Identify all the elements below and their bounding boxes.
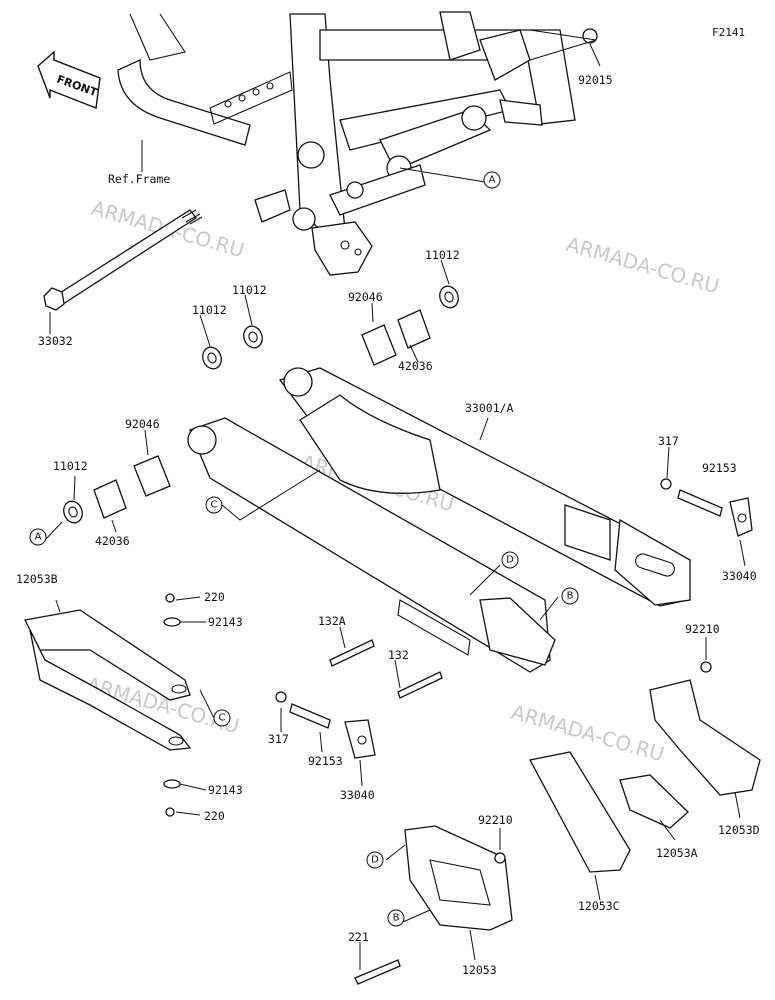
- label-11012-c: 11012: [192, 303, 227, 317]
- callout-b-low: B: [387, 909, 405, 927]
- label-12053c: 12053C: [578, 899, 620, 913]
- label-33040-b: 33040: [340, 788, 375, 802]
- label-132a: 132A: [318, 614, 346, 628]
- figure-code: F2141: [712, 26, 745, 39]
- callout-c-mid: C: [205, 496, 223, 514]
- label-11012-a: 11012: [425, 248, 460, 262]
- watermark-2: ARMADA-CO.RU: [564, 232, 722, 299]
- label-33032: 33032: [38, 334, 73, 348]
- callout-d-low: D: [366, 851, 384, 869]
- callout-c-low-text: C: [219, 713, 226, 724]
- label-220-b: 220: [204, 809, 225, 823]
- label-132: 132: [388, 648, 409, 662]
- label-12053b: 12053B: [16, 572, 58, 586]
- callout-c-low: C: [213, 709, 231, 727]
- callout-b-mid-text: B: [567, 591, 574, 602]
- callout-a-top-text: A: [489, 175, 496, 186]
- label-12053d: 12053D: [718, 823, 760, 837]
- frame-illustration: [117, 11, 598, 276]
- label-92046-b: 92046: [125, 417, 160, 431]
- label-92210-b: 92210: [478, 813, 513, 827]
- callout-c-mid-text: C: [211, 500, 218, 511]
- callout-b-mid: B: [561, 587, 579, 605]
- label-317-a: 317: [658, 434, 679, 448]
- callout-b-low-text: B: [393, 913, 400, 924]
- callout-d-low-text: D: [371, 855, 379, 866]
- label-33040-a: 33040: [722, 569, 757, 583]
- label-12053: 12053: [462, 963, 497, 977]
- pivot-shaft: [43, 209, 203, 311]
- callout-a-left-text: A: [35, 532, 42, 543]
- bushings: [63, 285, 459, 524]
- label-221: 221: [348, 930, 369, 944]
- watermark-5: ARMADA-CO.RU: [509, 700, 667, 767]
- label-33001a: 33001/A: [465, 401, 514, 415]
- label-92143-a: 92143: [208, 615, 243, 629]
- label-11012-d: 11012: [53, 459, 88, 473]
- swing-arm: [187, 367, 691, 673]
- label-42036-b: 42036: [95, 534, 130, 548]
- label-11012-b: 11012: [232, 283, 267, 297]
- label-ref-frame: Ref.Frame: [108, 172, 170, 186]
- label-92046-a: 92046: [348, 290, 383, 304]
- leader-lines: [44, 43, 746, 970]
- callout-d-mid-text: D: [506, 555, 514, 566]
- label-220-a: 220: [204, 590, 225, 604]
- label-12053a: 12053A: [656, 846, 698, 860]
- part-labels: 92015 Ref.Frame 33032 11012 11012 11012 …: [16, 73, 760, 977]
- adjusters: [275, 478, 753, 759]
- label-42036-a: 42036: [398, 359, 433, 373]
- label-92153-b: 92153: [308, 754, 343, 768]
- callout-a-top: A: [483, 171, 501, 189]
- label-317-b: 317: [268, 732, 289, 746]
- label-92210-a: 92210: [685, 622, 720, 636]
- chain-slider: [24, 593, 192, 817]
- label-92143-b: 92143: [208, 783, 243, 797]
- label-92153-a: 92153: [702, 461, 737, 475]
- front-arrow-icon: FRONT: [37, 50, 101, 109]
- callout-a-left: A: [29, 528, 47, 546]
- chain-guide: [354, 661, 761, 985]
- callouts: A A C C D D B B: [29, 171, 579, 927]
- label-92015: 92015: [578, 73, 613, 87]
- callout-d-mid: D: [501, 551, 519, 569]
